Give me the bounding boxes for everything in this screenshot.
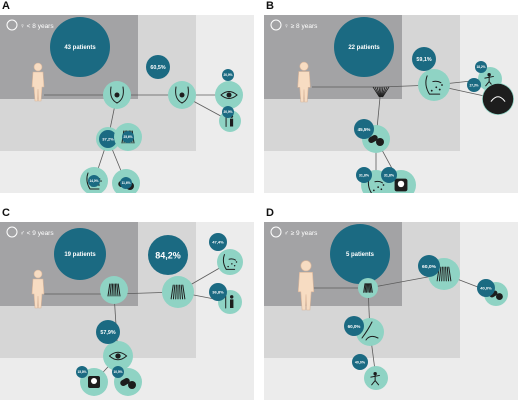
panel-diagram: ♀ ≥ 8 years 22 patients 59,1% 18,2% 27,3% 45,… (264, 15, 518, 193)
body-figure-head (300, 260, 312, 272)
percentage-circle (99, 130, 117, 148)
group-label: ♂ < 9 years (20, 230, 54, 237)
percentage-label: 59,1% (416, 57, 431, 63)
panel-c: ♂ < 9 years 19 patients 84,2% 47,4% 36,8% 57,… (0, 222, 254, 400)
percentage-label: 25,6% (123, 135, 132, 139)
body-figure-torso (31, 278, 45, 309)
percentage-label: 36,8% (212, 290, 224, 295)
percentage-label: 60,0% (422, 264, 437, 270)
pubic-hair-icon (376, 86, 381, 98)
pubic-hair-icon (378, 86, 381, 98)
patient-count-label: 5 patients (346, 252, 375, 258)
body-figure-head (299, 61, 309, 71)
patient-count-circle (50, 17, 110, 77)
panel-d: ♂ ≥ 9 years 5 patients 60,0% 40,0% 60,0% 40,0… (264, 222, 518, 400)
percentage-circle (222, 106, 234, 118)
body-figure-torso (31, 71, 45, 102)
patient-count-label: 19 patients (64, 252, 96, 258)
percentage-circle (96, 320, 120, 344)
pubic-hair-icon (374, 86, 381, 98)
percentage-circle (475, 61, 487, 73)
panel-diagram: ♂ < 9 years 19 patients 84,2% 47,4% 36,8% 57,… (0, 222, 254, 400)
percentage-label: 20,9% (223, 110, 232, 114)
group-label: ♂ ≥ 9 years (284, 230, 318, 237)
percentage-label: 37,2% (102, 137, 114, 142)
patient-count-circle (330, 224, 390, 284)
patient-count-label: 22 patients (348, 45, 380, 51)
body-figure-torso (297, 272, 315, 311)
percentage-circle (477, 279, 495, 297)
percentage-circle (209, 233, 227, 251)
symptom-circle (217, 249, 243, 275)
percentage-label: 47,4% (212, 240, 224, 245)
patient-count-label: 43 patients (64, 45, 96, 51)
male-symbol-icon (270, 226, 282, 238)
percentage-circle (112, 366, 124, 378)
percentage-label: 10,5% (113, 370, 122, 374)
percentage-circle (418, 255, 440, 277)
patient-count-circle (54, 228, 106, 280)
percentage-circle (352, 354, 368, 370)
percentage-label: 84,2% (155, 251, 181, 261)
percentage-circle (344, 316, 364, 336)
pubic-hair-icon (381, 86, 388, 98)
panel-b: ♀ ≥ 8 years 22 patients 59,1% 18,2% 27,3% 45,… (264, 15, 518, 193)
panel-a: ♀ < 8 years 43 patients 60,5% 20,9% 20,9% 37,… (0, 15, 254, 193)
percentage-circle (146, 55, 170, 79)
percentage-label: 40,0% (355, 360, 366, 364)
female-symbol-icon (6, 19, 18, 31)
panel-diagram: ♂ ≥ 9 years 5 patients 60,0% 40,0% 60,0% 40,0… (264, 222, 518, 400)
percentage-circle (222, 69, 234, 81)
symptom-circle (418, 69, 450, 101)
percentage-circle (209, 283, 227, 301)
symptom-circle (364, 366, 388, 390)
female-symbol-icon (270, 19, 282, 31)
percentage-label: 57,9% (100, 330, 115, 336)
group-label: ♀ < 8 years (20, 23, 54, 30)
percentage-circle (122, 131, 134, 143)
panel-b-label: B (266, 0, 274, 12)
body-figure-torso (297, 71, 311, 103)
percentage-label: 15,8% (77, 370, 86, 374)
body-figure-head (33, 62, 43, 72)
panel-c-label: C (2, 207, 10, 219)
percentage-label: 14,0% (89, 179, 98, 183)
pubic-hair-icon (381, 86, 384, 98)
percentage-label: 45,5% (358, 127, 371, 132)
percentage-label: 40,0% (480, 286, 492, 291)
percentage-circle (467, 78, 481, 92)
percentage-label: 27,3% (469, 83, 478, 87)
percentage-label: 60,5% (150, 65, 165, 71)
percentage-label: 60,0% (348, 324, 361, 329)
percentage-label: 20,9% (223, 73, 232, 77)
percentage-label: 11,6% (122, 181, 131, 185)
percentage-circle (354, 119, 374, 139)
percentage-label: 31,8% (384, 173, 395, 177)
percentage-circle (148, 235, 188, 275)
pubic-hair-icon (382, 86, 390, 98)
group-label: ♀ ≥ 8 years (284, 23, 318, 30)
percentage-circle (412, 47, 436, 71)
panel-d-label: D (266, 207, 274, 219)
percentage-circle (76, 366, 88, 378)
percentage-circle (88, 175, 100, 187)
male-symbol-icon (6, 226, 18, 238)
percentage-circle (120, 177, 132, 189)
panel-diagram: ♀ < 8 years 43 patients 60,5% 20,9% 20,9% 37,… (0, 15, 254, 193)
percentage-circle (381, 167, 397, 183)
panel-a-label: A (2, 0, 10, 12)
patient-count-circle (334, 17, 394, 77)
percentage-label: 18,2% (476, 65, 485, 69)
percentage-label: 31,8% (359, 173, 370, 177)
body-figure-head (33, 269, 43, 279)
percentage-circle (356, 167, 372, 183)
pubic-hair-icon (372, 86, 380, 98)
pubic-hair-icon (381, 86, 386, 98)
